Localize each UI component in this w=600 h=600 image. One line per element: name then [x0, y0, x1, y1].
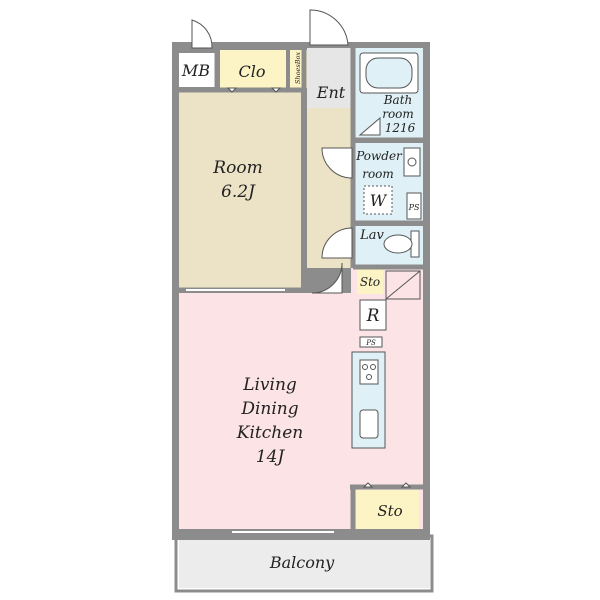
balcony-label: Balcony: [269, 553, 335, 572]
ps-lower-label: PS: [365, 339, 376, 347]
storage-upper-label: Sto: [360, 275, 380, 289]
refrigerator-label: R: [366, 306, 380, 326]
ldk-label-2: Dining: [240, 399, 298, 419]
ldk-door-swing: [311, 262, 343, 294]
entrance-floor: [307, 48, 351, 108]
kitchen-sink: [359, 409, 379, 439]
stove-burner-3: [366, 374, 372, 380]
mb-space: [179, 53, 215, 87]
stove: [359, 359, 379, 385]
storage-upper-space: [357, 268, 383, 294]
powder-room-label-1: Powder: [355, 149, 403, 163]
bathroom-label-2: room: [382, 107, 414, 121]
stove-burner-1: [362, 364, 368, 370]
closet-markers: [226, 87, 412, 488]
ldk-label-3: Kitchen: [236, 423, 303, 443]
room-label-2: 6.2J: [221, 182, 256, 202]
mb-door-swing: [191, 19, 213, 49]
toilet-bowl: [383, 234, 413, 254]
balcony-rail: [174, 534, 434, 593]
hall-door-swing: [321, 147, 353, 179]
storage-lower-space: [356, 490, 419, 529]
mb-label: MB: [181, 61, 210, 80]
entrance-label: Ent: [316, 83, 346, 102]
ldk-label-4: 14J: [256, 447, 286, 467]
bathroom-label-1: Bath: [383, 93, 413, 107]
room-label-1: Room: [212, 158, 262, 178]
entrance-door-swing: [309, 9, 349, 46]
ps-lower-box: [359, 336, 383, 348]
bathroom-label-3: 1216: [385, 121, 416, 135]
powder-room-label-2: room: [362, 167, 394, 181]
lav-door-swing: [321, 227, 353, 259]
ps-upper-label: PS: [408, 203, 420, 212]
stair-hatch-diagonal: [385, 270, 421, 300]
stove-burner-2: [370, 364, 376, 370]
doors: [191, 9, 353, 294]
closet-label: Clo: [239, 62, 266, 81]
washer-box: [363, 185, 393, 215]
washer-label: W: [370, 191, 388, 210]
basin-drain: [407, 157, 417, 167]
closet-space: [220, 50, 286, 88]
lavatory-label: Lav: [359, 228, 384, 243]
balcony-floor: [179, 540, 430, 588]
shoes-box-label: ShoesBox: [294, 52, 302, 84]
ps-upper-box: [406, 192, 422, 220]
fridge-box: [359, 299, 387, 331]
bathtub-basin: [365, 57, 413, 89]
room-floor: [179, 92, 301, 288]
bath-step: [358, 116, 381, 136]
windows: [186, 289, 334, 533]
storage-lower-label: Sto: [377, 502, 402, 520]
ldk-label-1: Living: [242, 375, 297, 395]
